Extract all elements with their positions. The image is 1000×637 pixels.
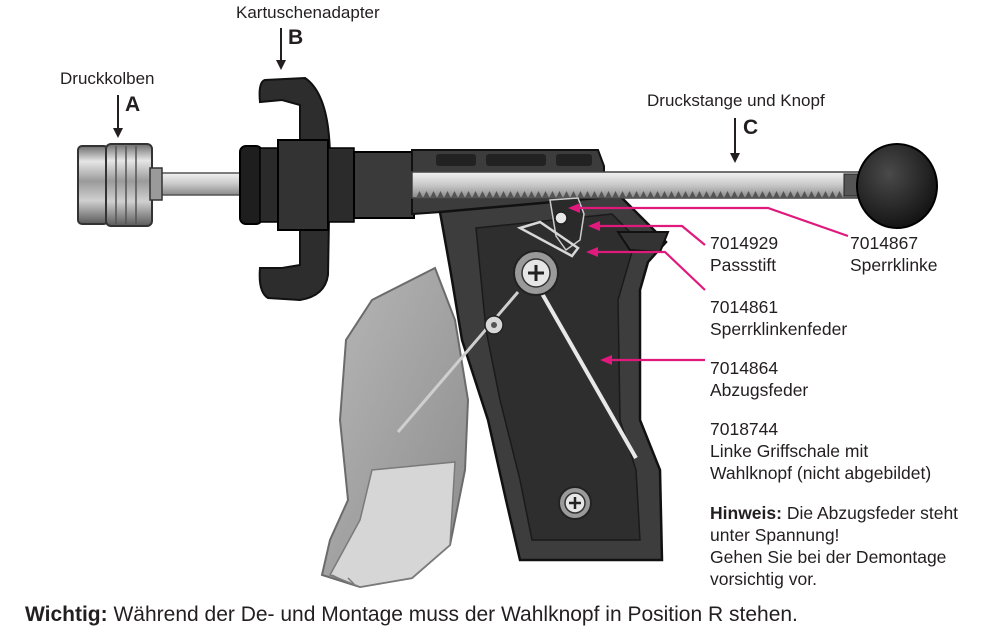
- note-text-3: Gehen Sie bei der Demontage: [710, 547, 947, 567]
- callout-passstift: 7014929 Passstift: [710, 232, 778, 276]
- leader-lines: [568, 203, 849, 365]
- small-screw-icon: [484, 315, 504, 335]
- footer-text: Während der De- und Montage muss der Wah…: [107, 603, 798, 626]
- arrow-a: [113, 95, 123, 138]
- label-kartuschenadapter: Kartuschenadapter: [236, 3, 380, 22]
- callout-sperrklinke-number: 7014867: [850, 233, 919, 253]
- handle-screw-icon: [558, 486, 592, 520]
- pressure-rod-left: [149, 172, 251, 196]
- letter-b: B: [288, 26, 304, 49]
- arrow-b: [276, 28, 286, 70]
- pressure-rod-c: [411, 171, 861, 199]
- note-hinweis: Hinweis: Die Abzugsfeder steht unter Spa…: [710, 502, 958, 590]
- note-label: Hinweis:: [710, 503, 782, 523]
- callout-griffschale-number: 7018744: [710, 419, 779, 439]
- callout-passstift-name: Passstift: [710, 255, 777, 275]
- leader-sperrklinke: [572, 206, 849, 238]
- plunger-a: [77, 143, 163, 227]
- callout-sperrklinke: 7014867 Sperrklinke: [850, 232, 938, 276]
- letter-c: C: [743, 116, 759, 139]
- note-text-1: Die Abzugsfeder steht: [781, 503, 959, 523]
- callout-sperrklinke-name: Sperrklinke: [850, 255, 938, 275]
- leader-passstift: [593, 224, 706, 246]
- leader-sperrklinkenfeder: [590, 250, 706, 291]
- cartridge-adapter-b: [239, 76, 415, 302]
- trigger-lever: [320, 266, 470, 589]
- arrow-c: [730, 118, 740, 163]
- callout-abzugsfeder-number: 7014864: [710, 358, 779, 378]
- footer-label: Wichtig:: [25, 603, 108, 626]
- rod-knob: [843, 143, 938, 229]
- callout-passstift-number: 7014929: [710, 233, 779, 253]
- label-druckstange: Druckstange und Knopf: [647, 91, 825, 110]
- gun-body: [411, 149, 670, 562]
- note-text-4: vorsichtig vor.: [710, 569, 817, 589]
- pivot-screw-icon: [513, 250, 559, 296]
- callout-abzugsfeder-name: Abzugsfeder: [710, 380, 809, 400]
- footer-wichtig: Wichtig: Während der De- und Montage mus…: [25, 602, 798, 628]
- letter-a: A: [125, 93, 141, 116]
- callout-abzugsfeder: 7014864 Abzugsfeder: [710, 357, 808, 401]
- callout-griffschale-name-1: Linke Griffschale mit: [710, 441, 869, 461]
- label-druckkolben: Druckkolben: [60, 69, 155, 88]
- trigger-spring: [396, 289, 638, 459]
- callout-griffschale-name-2: Wahlknopf (nicht abgebildet): [710, 463, 932, 483]
- callout-sperrklinkenfeder-name: Sperrklinkenfeder: [710, 319, 848, 339]
- callout-sperrklinkenfeder: 7014861 Sperrklinkenfeder: [710, 296, 847, 340]
- callout-sperrklinkenfeder-number: 7014861: [710, 297, 779, 317]
- callout-griffschale: 7018744 Linke Griffschale mit Wahlknopf …: [710, 418, 931, 484]
- note-text-2: unter Spannung!: [710, 525, 840, 545]
